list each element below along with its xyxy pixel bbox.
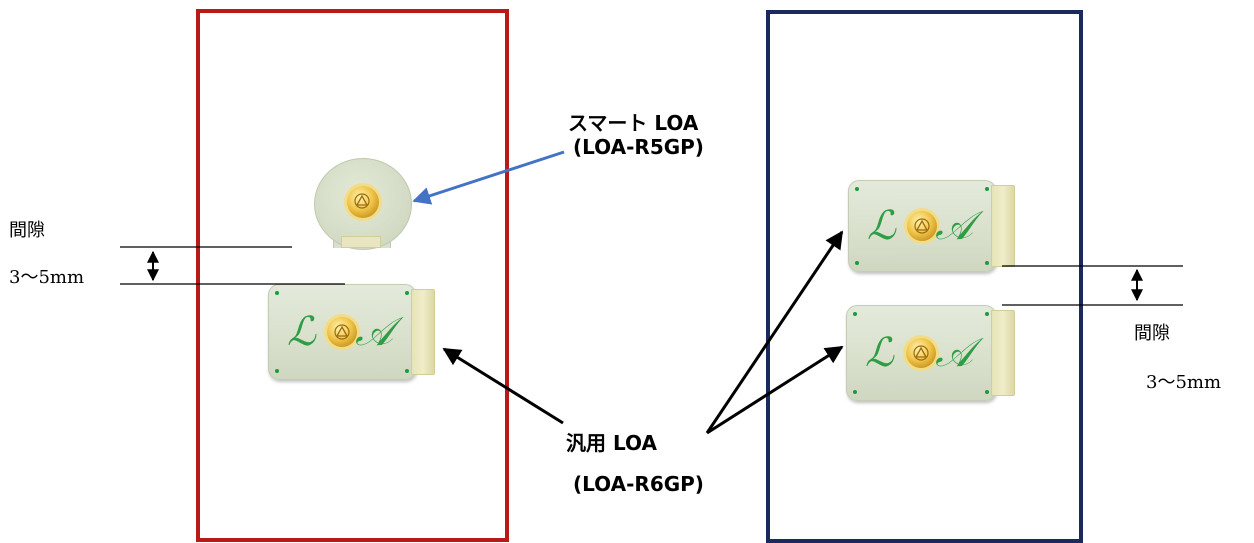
loa-letter-a: 𝒜 (935, 330, 973, 376)
corner-dot (855, 261, 859, 265)
gold-coin-icon (906, 338, 936, 368)
gold-coin-icon (347, 186, 379, 218)
gold-coin-icon (907, 211, 937, 241)
general-loa-module-right-bottom: ℒ 𝒜 (846, 305, 1015, 401)
smart-loa-model: (LOA-R5GP) (573, 135, 704, 159)
right-mounting-frame (766, 10, 1083, 543)
general-loa-module-left: ℒ 𝒜 (268, 284, 435, 380)
gold-coin-icon (327, 317, 357, 347)
loa-letter-l: ℒ (867, 203, 896, 249)
loa-letter-a: 𝒜 (935, 203, 973, 249)
corner-dot (853, 312, 857, 316)
loa-letter-a: 𝒜 (355, 309, 393, 355)
corner-dot (853, 390, 857, 394)
corner-dot (405, 291, 409, 295)
general-loa-module-right-top: ℒ 𝒜 (848, 180, 1015, 272)
corner-dot (985, 312, 989, 316)
general-loa-name: 汎用 LOA (566, 431, 657, 455)
corner-dot (985, 390, 989, 394)
loa-letter-l: ℒ (287, 309, 316, 355)
left-mounting-frame (196, 9, 509, 542)
smart-loa-module (314, 158, 412, 250)
gap-value-right: 3～5mm (1146, 372, 1222, 393)
corner-dot (275, 291, 279, 295)
module-connector-tab (411, 289, 435, 375)
gap-value-left: 3～5mm (9, 267, 85, 288)
module-connector-tab (991, 185, 1015, 267)
gap-title-right: 間隙 (1134, 323, 1170, 344)
loa-letter-l: ℒ (865, 330, 894, 376)
module-connector-tab (991, 310, 1015, 396)
corner-dot (855, 187, 859, 191)
general-loa-model: (LOA-R6GP) (573, 472, 704, 496)
smart-loa-name: スマート LOA (568, 111, 699, 135)
smart-loa-stem-base (341, 236, 381, 248)
gap-title-left: 間隙 (9, 220, 45, 241)
corner-dot (405, 369, 409, 373)
corner-dot (985, 187, 989, 191)
corner-dot (985, 261, 989, 265)
corner-dot (275, 369, 279, 373)
